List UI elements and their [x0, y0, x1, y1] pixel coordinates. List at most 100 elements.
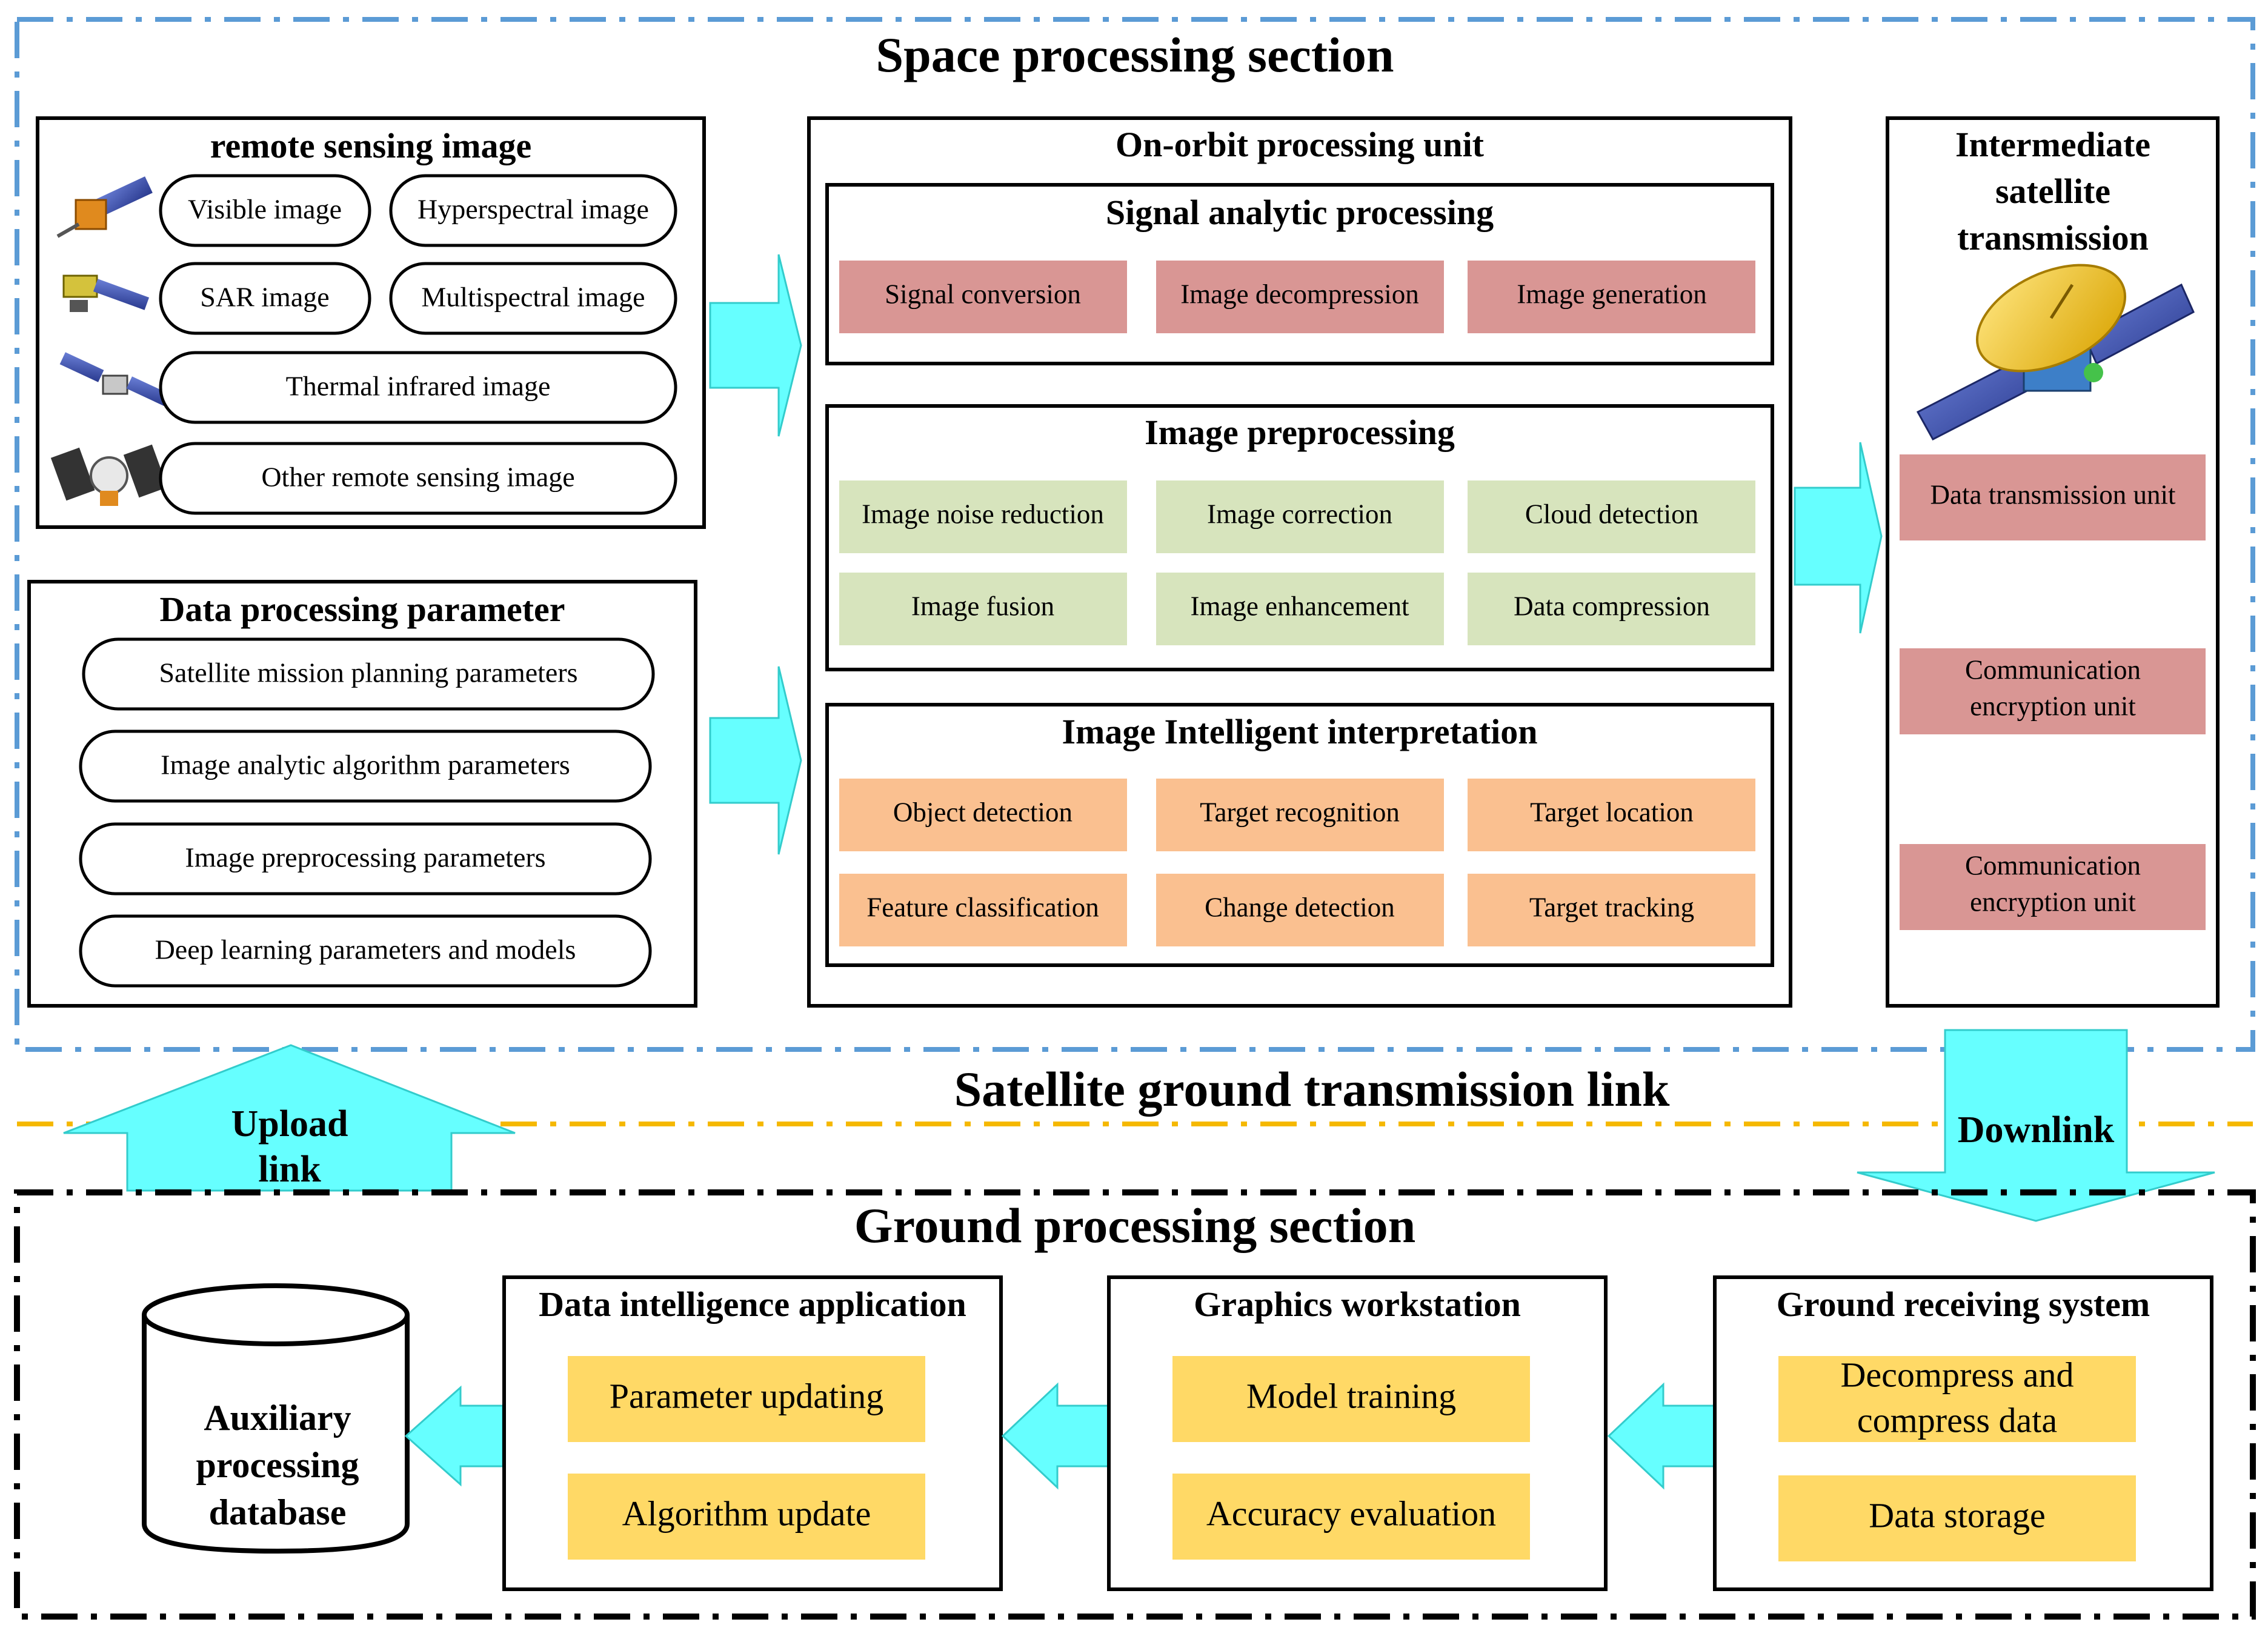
data-compression-label: Data compression — [1514, 591, 1710, 621]
thermal-infrared-pill — [159, 351, 677, 424]
arrow-left-icon — [1001, 1382, 1110, 1490]
on-orbit-processing-unit: On-orbit processing unit Signal analytic… — [807, 116, 1792, 1008]
communication-encryption-unit-label: Communication — [1965, 654, 2141, 685]
communication-encryption-unit-label: Communication — [1965, 850, 2141, 880]
accuracy-evaluation-label: Accuracy evaluation — [1206, 1494, 1496, 1533]
mission-planning-pill — [82, 637, 655, 711]
data-intelligence-application-panel: Data intelligence application Parameter … — [502, 1275, 1003, 1591]
analytic-algorithm-pill — [79, 730, 652, 803]
target-tracking-cell — [1468, 874, 1755, 946]
space-section-title: Space processing section — [876, 27, 1394, 82]
algorithm-update-cell — [568, 1474, 925, 1560]
upload-arrow-icon — [63, 1044, 516, 1192]
signal-conversion-label: Signal conversion — [885, 279, 1081, 309]
data-storage-cell — [1778, 1475, 2136, 1561]
ground-processing-section: Ground processing section Auxiliary proc… — [14, 1189, 2256, 1620]
on-orbit-title: On-orbit processing unit — [1116, 125, 1485, 164]
arrow-left-icon — [404, 1385, 504, 1487]
communication-encryption-unit-cell — [1900, 844, 2206, 930]
hyperspectral-image-pill — [389, 174, 677, 247]
ground-section-border — [14, 1189, 2256, 1620]
image-correction-cell — [1156, 480, 1444, 553]
data-processing-parameter-title: Data processing parameter — [159, 590, 565, 629]
parameter-updating-cell — [568, 1356, 925, 1442]
communication-encryption-unit-cell — [1900, 648, 2206, 734]
accuracy-evaluation-cell — [1172, 1474, 1530, 1560]
satellite-ground-link: Satellite ground transmission link Uploa… — [17, 1029, 2253, 1222]
data-processing-parameter-panel: Data processing parameter Satellite miss… — [27, 580, 697, 1008]
object-detection-cell — [839, 779, 1127, 851]
change-detection-label: Change detection — [1205, 892, 1395, 922]
database-label: database — [209, 1492, 347, 1532]
downlink-arrow-icon — [1857, 1029, 2215, 1222]
sar-image-pill — [159, 262, 371, 335]
target-recognition-label: Target recognition — [1200, 797, 1400, 827]
ground-receiving-panel: Ground receiving system Decompress and c… — [1713, 1275, 2213, 1591]
signal-analytic-title: Signal analytic processing — [1106, 193, 1494, 232]
satellite-icon — [62, 274, 150, 312]
change-detection-cell — [1156, 874, 1444, 946]
image-enhancement-label: Image enhancement — [1190, 591, 1409, 621]
model-training-cell — [1172, 1356, 1530, 1442]
upload-link-label: Upload — [231, 1103, 348, 1145]
cloud-detection-cell — [1468, 480, 1755, 553]
decompress-compress-label: compress data — [1857, 1400, 2057, 1440]
sar-image-label: SAR image — [200, 282, 329, 313]
image-decompression-cell — [1156, 261, 1444, 333]
image-preprocessing-panel: Image preprocessing Image noise reductio… — [825, 404, 1774, 671]
preprocessing-params-label: Image preprocessing parameters — [185, 842, 545, 873]
thermal-infrared-label: Thermal infrared image — [286, 371, 551, 402]
deep-learning-label: Deep learning parameters and models — [155, 934, 576, 965]
image-correction-label: Image correction — [1207, 499, 1392, 529]
communication-encryption-unit-label: encryption unit — [1970, 691, 2136, 721]
data-intelligence-application-title: Data intelligence application — [539, 1285, 966, 1324]
image-decompression-label: Image decompression — [1180, 279, 1419, 309]
signal-analytic-panel: Signal analytic processing Signal conver… — [825, 183, 1774, 365]
downlink-label: Downlink — [1958, 1109, 2115, 1151]
relay-satellite-icon — [1916, 264, 2195, 440]
algorithm-update-label: Algorithm update — [622, 1494, 871, 1533]
ground-receiving-title: Ground receiving system — [1777, 1285, 2150, 1324]
parameter-updating-label: Parameter updating — [610, 1376, 884, 1415]
arrow-right-icon — [1794, 442, 1883, 634]
target-location-cell — [1468, 779, 1755, 851]
target-location-label: Target location — [1530, 797, 1694, 827]
hyperspectral-image-label: Hyperspectral image — [417, 194, 649, 225]
remote-sensing-panel: remote sensing image — [36, 116, 706, 529]
image-preprocessing-title: Image preprocessing — [1145, 413, 1455, 452]
auxiliary-database-icon: Auxiliary processing database — [142, 1283, 410, 1554]
feature-classification-label: Feature classification — [866, 892, 1099, 922]
visible-image-label: Visible image — [188, 194, 342, 225]
signal-conversion-cell — [839, 261, 1127, 333]
data-transmission-unit-label: Data transmission unit — [1930, 479, 2176, 510]
space-processing-section: Space processing section remote sensing … — [15, 17, 2255, 1052]
multispectral-image-pill — [389, 262, 677, 335]
cloud-detection-label: Cloud detection — [1525, 499, 1698, 529]
noise-reduction-label: Image noise reduction — [862, 499, 1104, 529]
communication-encryption-unit-label: encryption unit — [1970, 886, 2136, 917]
intermediate-title: Intermediate — [1955, 125, 2150, 164]
data-storage-label: Data storage — [1869, 1495, 2045, 1535]
target-recognition-cell — [1156, 779, 1444, 851]
intermediate-satellite-panel: Intermediate satellite transmission Data… — [1886, 116, 2220, 1008]
link-title: Satellite ground transmission link — [954, 1062, 1670, 1117]
decompress-compress-label: Decompress and — [1841, 1355, 2074, 1394]
multispectral-image-label: Multispectral image — [421, 282, 645, 313]
data-transmission-unit-cell — [1900, 454, 2206, 540]
database-label: processing — [196, 1445, 359, 1485]
mission-planning-label: Satellite mission planning parameters — [159, 657, 577, 688]
deep-learning-pill — [79, 914, 652, 988]
image-generation-cell — [1468, 261, 1755, 333]
satellite-icon — [56, 176, 153, 238]
remote-sensing-title: remote sensing image — [210, 126, 532, 165]
decompress-compress-cell — [1778, 1356, 2136, 1442]
database-label: Auxiliary — [204, 1398, 351, 1438]
ground-section-title: Ground processing section — [854, 1198, 1415, 1253]
intermediate-title: transmission — [1957, 218, 2149, 258]
image-interpretation-title: Image Intelligent interpretation — [1062, 712, 1537, 751]
image-interpretation-panel: Image Intelligent interpretation Object … — [825, 703, 1774, 967]
image-fusion-label: Image fusion — [911, 591, 1054, 621]
space-section-border — [15, 17, 2255, 1052]
data-compression-cell — [1468, 573, 1755, 645]
